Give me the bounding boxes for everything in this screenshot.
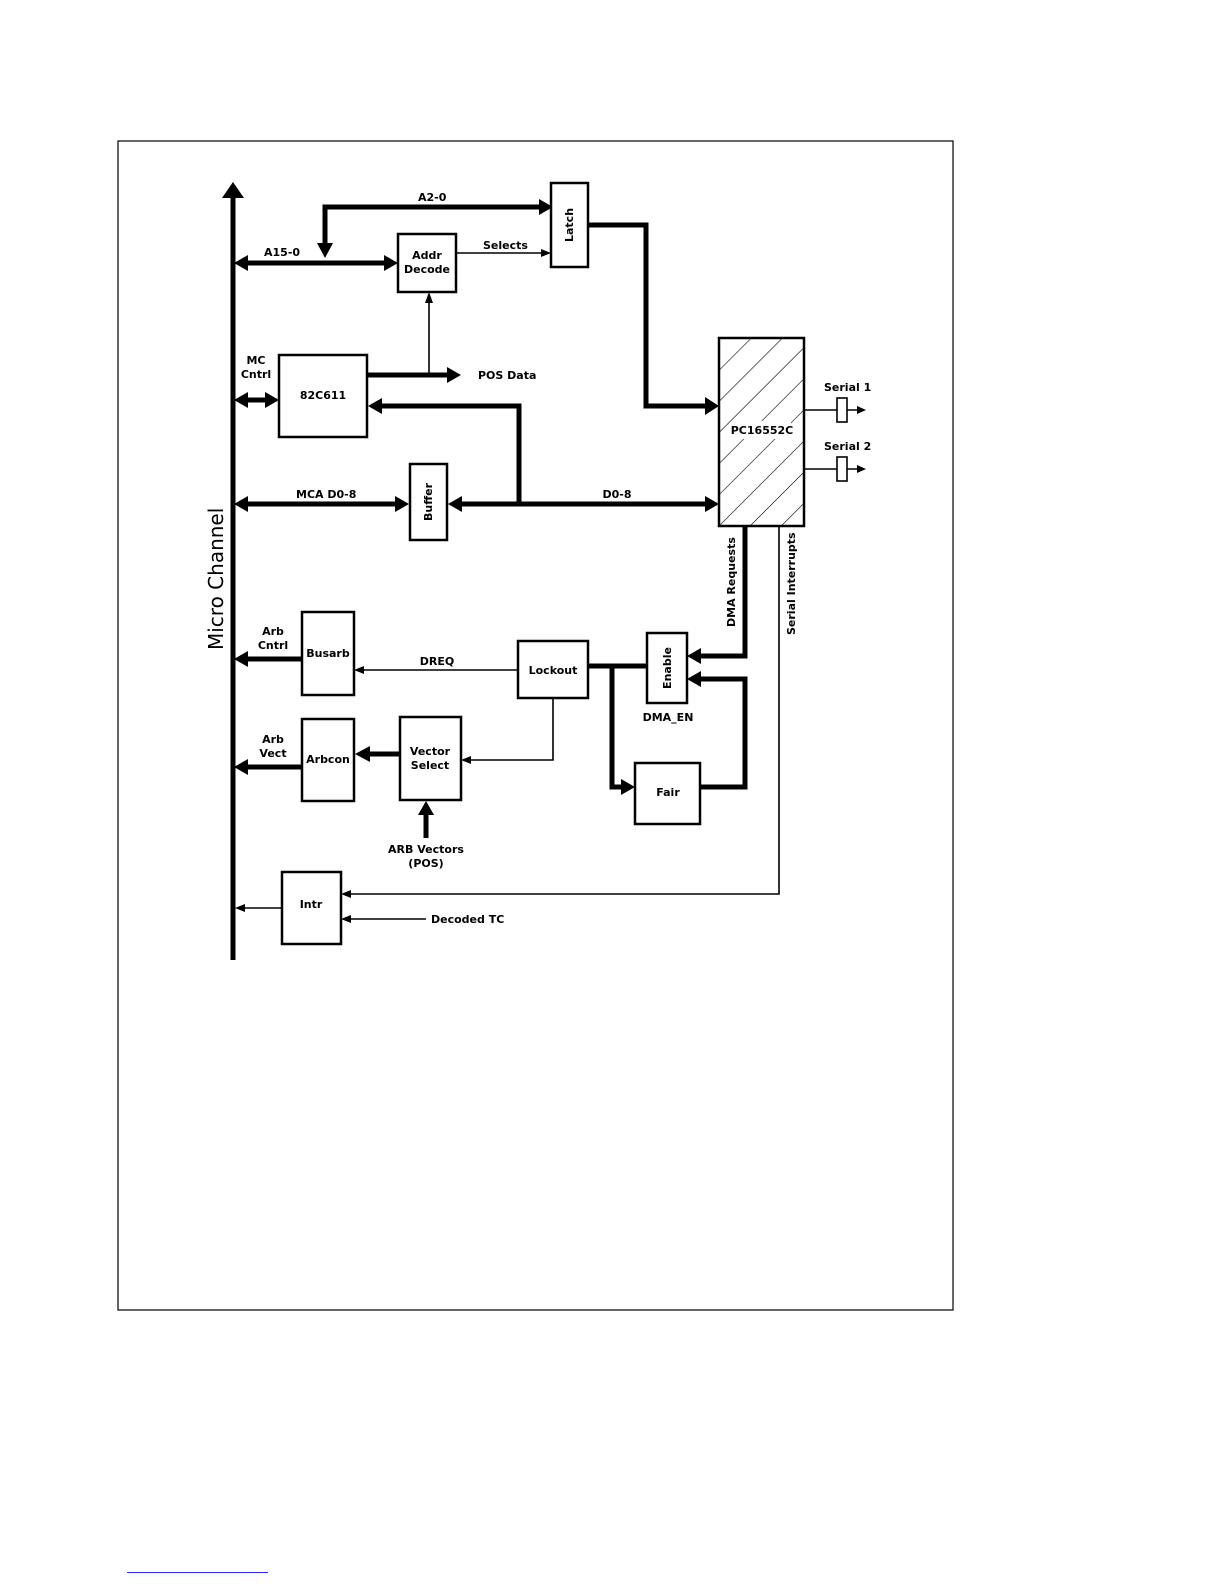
mc-cntrl-label-line1: MC	[246, 354, 265, 367]
serial-interrupts-label: Serial Interrupts	[785, 532, 798, 635]
latch-label: Latch	[563, 208, 576, 242]
serial-1-connection	[804, 398, 866, 422]
lockout-to-vector-select-connection	[461, 698, 553, 764]
intr-to-bus-connection	[235, 904, 282, 912]
lockout-to-fair-connection	[612, 666, 635, 795]
pos-82c611-label: 82C611	[300, 389, 346, 402]
uart-pc16552c-label: PC16552C	[731, 424, 793, 437]
arb-vect-label-line1: Arb	[262, 733, 284, 746]
pos-data-connection	[367, 367, 461, 383]
addr-decode-label-line1: Addr	[412, 249, 442, 262]
pos-data-label: POS Data	[478, 369, 536, 382]
dma-en-label: DMA_EN	[643, 711, 694, 724]
lockout-label: Lockout	[529, 664, 578, 677]
serial-2-connection	[804, 457, 866, 481]
intr-label: Intr	[300, 898, 323, 911]
selects-label: Selects	[483, 239, 528, 252]
serial-2-label: Serial 2	[824, 440, 871, 453]
buffer-label: Buffer	[422, 482, 435, 521]
enable-label: Enable	[661, 647, 674, 689]
a2-0-label: A2-0	[418, 191, 447, 204]
d0-8-label: D0-8	[602, 488, 631, 501]
d0-8-connection	[448, 496, 719, 512]
arb-vect-connection	[234, 759, 302, 775]
arbcon-label: Arbcon	[306, 753, 350, 766]
decoded-tc-label: Decoded TC	[431, 913, 504, 926]
mc-cntrl-label-line2: Cntrl	[241, 368, 271, 381]
latch-to-uart-connection	[588, 225, 719, 415]
serial-1-label: Serial 1	[824, 381, 871, 394]
dma-requests-label: DMA Requests	[725, 537, 738, 627]
decoded-tc-connection	[341, 915, 426, 923]
arb-cntrl-label-line1: Arb	[262, 625, 284, 638]
arb-vect-label-line2: Vect	[259, 747, 286, 760]
micro-channel-label: Micro Channel	[204, 508, 228, 650]
arb-cntrl-connection	[234, 651, 302, 667]
footer-link-underline[interactable]	[127, 1572, 268, 1573]
fair-label: Fair	[656, 786, 680, 799]
vector-to-arbcon-connection	[355, 746, 400, 762]
a15-0-label: A15-0	[264, 246, 300, 259]
vector-select-label-line1: Vector	[410, 745, 451, 758]
figure-frame	[118, 141, 953, 1310]
a15-0-connection	[234, 255, 398, 271]
mc-cntrl-connection	[234, 392, 279, 408]
arb-vectors-label-line2: (POS)	[408, 857, 443, 870]
vector-select-label-line2: Select	[411, 759, 449, 772]
arb-vectors-connection	[418, 801, 434, 838]
dreq-label: DREQ	[420, 655, 454, 668]
mca-d0-8-label: MCA D0-8	[296, 488, 356, 501]
busarb-label: Busarb	[306, 647, 350, 660]
decode-feed-connection	[425, 292, 433, 375]
arb-cntrl-label-line2: Cntrl	[258, 639, 288, 652]
addr-decode-label-line2: Decode	[404, 263, 450, 276]
arb-vectors-label-line1: ARB Vectors	[388, 843, 464, 856]
